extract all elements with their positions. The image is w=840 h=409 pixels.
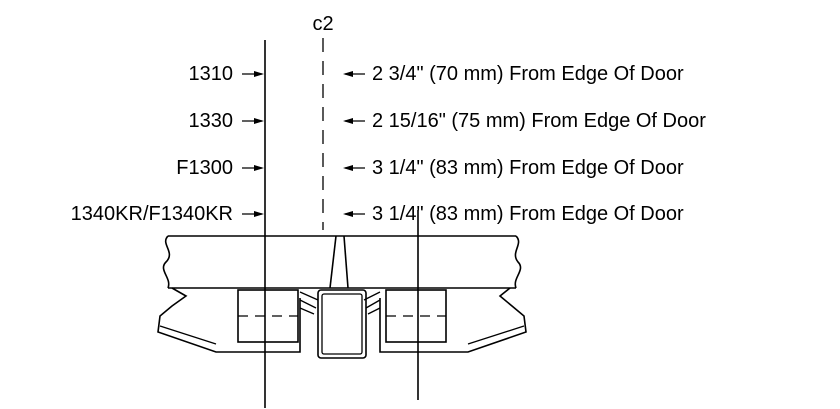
- model-label-f1300: F1300: [176, 157, 233, 179]
- model-label-1310: 1310: [189, 63, 234, 85]
- frame-section: [157, 287, 527, 359]
- centerline-label: c2: [312, 13, 333, 35]
- dimension-label-1340kr: 3 1/4" (83 mm) From Edge Of Door: [372, 203, 684, 225]
- dimension-label-f1300: 3 1/4" (83 mm) From Edge Of Door: [372, 157, 684, 179]
- model-label-1340kr: 1340KR/F1340KR: [71, 203, 233, 225]
- dimension-label-1310: 2 3/4" (70 mm) From Edge Of Door: [372, 63, 684, 85]
- model-label-1330: 1330: [189, 110, 234, 132]
- left-arrows: [242, 71, 264, 217]
- right-arrows: [343, 71, 365, 217]
- door-section-top: [162, 235, 522, 289]
- dimension-label-1330: 2 15/16" (75 mm) From Edge Of Door: [372, 110, 706, 132]
